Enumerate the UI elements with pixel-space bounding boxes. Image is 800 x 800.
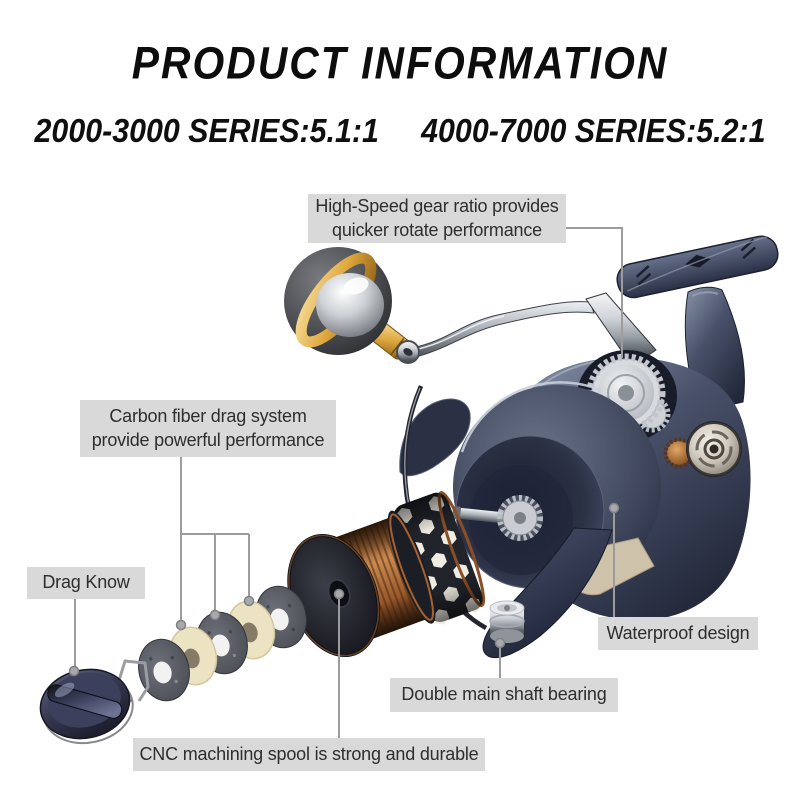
gear-ratio-specs: 2000-3000 SERIES:5.1:1 4000-7000 SERIES:… (32, 112, 768, 150)
callout-cnc-spool: CNC machining spool is strong and durabl… (133, 738, 485, 771)
connector-gear-ratio (566, 227, 623, 358)
spool (287, 491, 486, 658)
rotor-arm-left (399, 398, 471, 477)
callout-drag-knob: Drag Know (27, 567, 145, 599)
rear-cap (686, 421, 742, 477)
reel-foot (616, 235, 779, 413)
callout-carbon-drag: Carbon fiber drag system provide powerfu… (80, 400, 336, 457)
callout-waterproof: Waterproof design (598, 617, 758, 650)
series-spec-left: 2000-3000 SERIES:5.1:1 (34, 112, 379, 149)
callout-gear-ratio: High-Speed gear ratio provides quicker r… (308, 194, 566, 243)
page-title: PRODUCT INFORMATION (131, 38, 669, 90)
connector-carbon-drag (180, 457, 250, 621)
connector-dots (68, 502, 620, 677)
power-knob (284, 247, 420, 364)
series-spec-right: 4000-7000 SERIES:5.2:1 (421, 112, 766, 149)
worm-gear (667, 441, 691, 465)
connector-lines (74, 227, 623, 738)
drag-washers (138, 585, 307, 702)
drag-knob-part (39, 668, 134, 745)
main-shaft-bearing (489, 600, 525, 643)
callout-shaft-bearing: Double main shaft bearing (390, 678, 618, 712)
